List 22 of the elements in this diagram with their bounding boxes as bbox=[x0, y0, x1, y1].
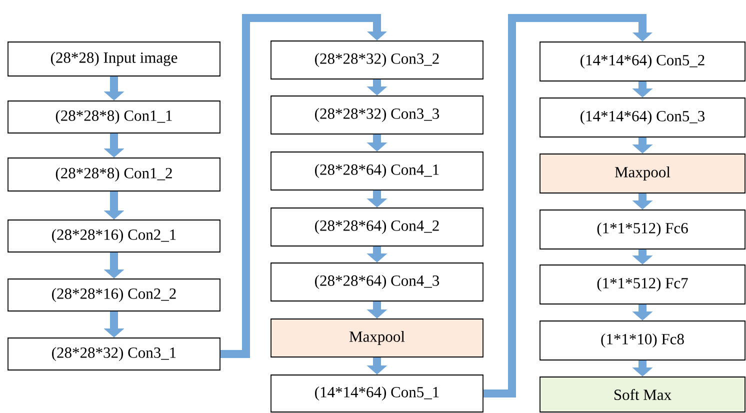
layer-box: (1*1*10) Fc8 bbox=[540, 320, 746, 360]
layer-box: (14*14*64) Con5_1 bbox=[270, 374, 484, 412]
layer-box: (28*28*32) Con3_1 bbox=[8, 338, 220, 370]
layer-box: (1*1*512) Fc6 bbox=[540, 210, 746, 250]
arrow bbox=[483, 14, 652, 398]
layer-box: (28*28*8) Con1_2 bbox=[8, 158, 220, 192]
layer-box: (14*14*64) Con5_2 bbox=[540, 42, 746, 82]
layer-box: (14*14*64) Con5_3 bbox=[540, 98, 746, 138]
layer-box: (28*28*64) Con4_2 bbox=[270, 208, 484, 246]
arrow bbox=[220, 14, 387, 358]
layer-box: (28*28*64) Con4_1 bbox=[270, 152, 484, 190]
layer-box: (28*28*64) Con4_3 bbox=[270, 262, 484, 302]
pooling-box: Maxpool bbox=[270, 318, 484, 358]
softmax-box: Soft Max bbox=[540, 376, 746, 412]
layer-box: (28*28) Input image bbox=[8, 42, 220, 76]
pooling-box: Maxpool bbox=[540, 154, 746, 194]
layer-box: (1*1*512) Fc7 bbox=[540, 264, 746, 304]
layer-box: (28*28*32) Con3_3 bbox=[270, 96, 484, 134]
layer-box: (28*28*16) Con2_1 bbox=[8, 220, 220, 252]
layer-box: (28*28*32) Con3_2 bbox=[270, 40, 484, 80]
layer-box: (28*28*16) Con2_2 bbox=[8, 278, 220, 312]
layer-box: (28*28*8) Con1_1 bbox=[8, 100, 220, 134]
